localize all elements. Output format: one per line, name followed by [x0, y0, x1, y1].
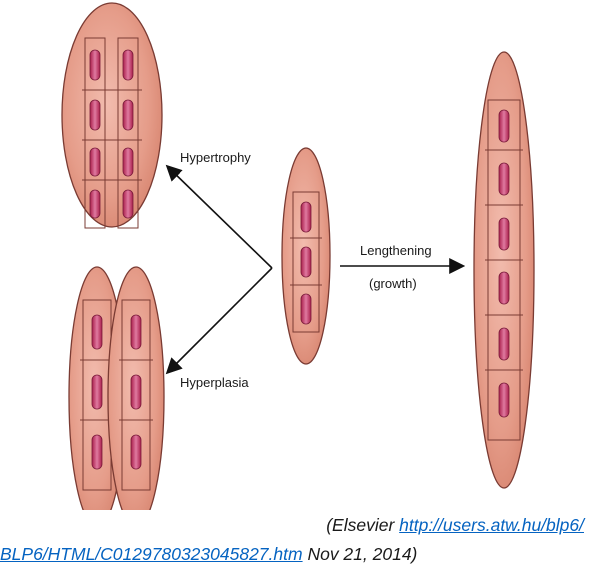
- citation-line-1: (Elsevier http://users.atw.hu/blp6/: [326, 510, 584, 540]
- lengthened-cell: [474, 52, 534, 488]
- growth-label: (growth): [369, 276, 417, 291]
- citation: (Elsevier http://users.atw.hu/blp6/ BLP6…: [0, 510, 590, 575]
- hypertrophy-cell: [62, 3, 162, 228]
- citation-date: Nov 21, 2014): [307, 544, 417, 564]
- citation-link-part2[interactable]: BLP6/HTML/C0129780323045827.htm: [0, 544, 303, 564]
- citation-source: (Elsevier: [326, 515, 394, 535]
- original-cell: [282, 148, 330, 364]
- muscle-growth-diagram: Hypertrophy Hyperplasia Lengthening (gro…: [0, 0, 590, 510]
- hyperplasia-cell-right: [108, 267, 164, 510]
- hyperplasia-label: Hyperplasia: [180, 375, 249, 390]
- hypertrophy-label: Hypertrophy: [180, 150, 251, 165]
- hyperplasia-arrow: [168, 268, 272, 372]
- citation-link-part1[interactable]: http://users.atw.hu/blp6/: [399, 515, 584, 535]
- lengthening-label: Lengthening: [360, 243, 432, 258]
- hypertrophy-arrow: [168, 167, 272, 268]
- citation-line-2: BLP6/HTML/C0129780323045827.htm Nov 21, …: [0, 539, 417, 569]
